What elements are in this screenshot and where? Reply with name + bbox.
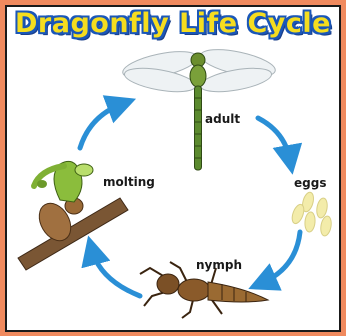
arrow-nymph-to-molting (92, 250, 140, 296)
arrow-adult-to-eggs (258, 118, 290, 160)
arrow-molting-to-adult (80, 104, 122, 148)
stage-label-adult: adult (205, 112, 240, 126)
stage-label-molting: molting (103, 175, 155, 189)
eggs-illustration (290, 191, 333, 237)
stage-label-nymph: nymph (196, 258, 242, 272)
arrow-eggs-to-nymph (262, 232, 300, 283)
stage-label-eggs: eggs (294, 176, 326, 190)
cycle-arrows (80, 104, 300, 296)
adult-dragonfly-illustration (121, 44, 278, 170)
